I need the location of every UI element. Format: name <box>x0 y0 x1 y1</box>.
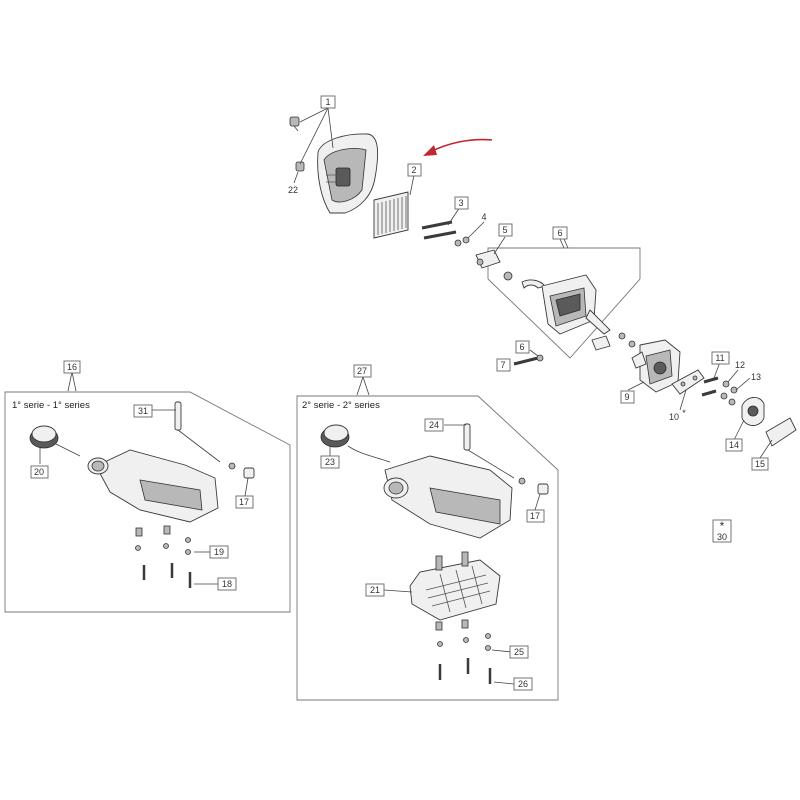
svg-text:21: 21 <box>370 585 380 595</box>
svg-text:11: 11 <box>715 353 724 363</box>
svg-text:3: 3 <box>458 198 463 208</box>
ref-label-26: 26 <box>513 677 533 691</box>
washers-12 <box>720 380 730 400</box>
plate-15 <box>765 417 797 447</box>
screws-11 <box>701 376 719 397</box>
ref-label-24: 24 <box>424 418 444 432</box>
svg-text:10: 10 <box>669 412 679 422</box>
screw-22-bottom <box>295 161 305 172</box>
svg-text:6: 6 <box>519 342 524 352</box>
ref-label-19: 19 <box>209 545 229 559</box>
svg-text:*: * <box>682 408 686 418</box>
series-caption-second: 2° serie - 2° series <box>302 400 380 411</box>
ref-label-20: 20 <box>30 465 49 479</box>
tank-guard-21 <box>409 551 501 621</box>
ref-label-1: 1 <box>320 95 336 109</box>
svg-text:17: 17 <box>530 511 540 521</box>
ref-label-21: 21 <box>365 583 385 597</box>
ref-label-11: 11 <box>711 351 730 365</box>
group-frame-16 <box>4 371 291 613</box>
ref-label-18: 18 <box>217 577 237 591</box>
ref-label-23: 23 <box>320 455 340 469</box>
nuts-13 <box>728 386 738 406</box>
svg-text:17: 17 <box>239 497 249 507</box>
fuel-pickup-24 <box>463 423 526 485</box>
ref-label-17b: 17 <box>526 509 545 523</box>
svg-text:13: 13 <box>751 372 761 382</box>
ref-label-10: 10 * <box>669 408 686 422</box>
ref-label-22: 22 <box>288 185 298 195</box>
ref-label-3: 3 <box>454 196 469 210</box>
ref-label-31: 31 <box>133 404 153 418</box>
bracket-5 <box>475 249 501 269</box>
fasteners-16 <box>135 525 192 588</box>
series-caption-first: 1° serie - 1° series <box>12 400 90 411</box>
fuel-cap-20 <box>29 425 59 449</box>
ref-label-6: 6 <box>552 226 568 240</box>
screw-22-top <box>289 116 300 132</box>
fuel-tank-1st <box>87 449 219 523</box>
ref-label-25: 25 <box>509 645 529 659</box>
svg-text:31: 31 <box>138 406 148 416</box>
fuel-tank-2nd <box>383 455 513 539</box>
air-filter <box>373 191 409 239</box>
svg-text:24: 24 <box>429 420 439 430</box>
ref-label-5: 5 <box>498 223 513 237</box>
ref-label-16: 16 <box>63 360 81 374</box>
ref-label-12: 12 <box>735 360 745 370</box>
ref-label-6-lower: 6 <box>515 340 530 354</box>
svg-text:15: 15 <box>755 459 765 469</box>
ref-label-30: * 30 <box>712 519 732 543</box>
washers <box>454 236 470 247</box>
svg-text:1: 1 <box>325 97 330 107</box>
svg-text:2: 2 <box>411 165 416 175</box>
svg-text:14: 14 <box>729 440 739 450</box>
ref-label-17a: 17 <box>235 495 254 509</box>
svg-text:20: 20 <box>34 467 44 477</box>
svg-text:30: 30 <box>717 532 727 542</box>
valve-17a <box>243 467 255 479</box>
svg-text:16: 16 <box>67 362 77 372</box>
ref-label-27: 27 <box>353 364 372 378</box>
svg-text:6: 6 <box>557 228 562 238</box>
svg-text:12: 12 <box>735 360 745 370</box>
ref-label-2: 2 <box>407 163 422 177</box>
svg-text:*: * <box>720 519 725 533</box>
svg-text:27: 27 <box>357 366 367 376</box>
ref-label-4: 4 <box>481 212 486 222</box>
ref-label-9: 9 <box>620 390 635 404</box>
svg-text:4: 4 <box>481 212 486 222</box>
nut-6 <box>536 354 544 362</box>
svg-text:25: 25 <box>514 647 524 657</box>
ref-label-14: 14 <box>725 438 743 452</box>
svg-text:23: 23 <box>325 457 335 467</box>
carburettor <box>631 339 681 393</box>
fuel-pickup-31 <box>174 401 236 470</box>
fuel-cap-23 <box>320 424 391 463</box>
gasket <box>671 369 705 395</box>
svg-text:5: 5 <box>502 225 507 235</box>
spacer-14 <box>741 397 765 426</box>
svg-text:22: 22 <box>288 185 298 195</box>
svg-text:18: 18 <box>222 579 232 589</box>
svg-text:9: 9 <box>624 392 629 402</box>
ref-label-7: 7 <box>496 358 511 372</box>
svg-text:19: 19 <box>214 547 224 557</box>
ref-label-15: 15 <box>751 457 769 471</box>
highlight-arrow <box>423 138 493 156</box>
stud-bolts <box>421 220 457 240</box>
fasteners-27 <box>435 619 492 684</box>
svg-text:26: 26 <box>518 679 528 689</box>
air-filter-cover <box>317 133 379 214</box>
pin-7 <box>513 356 539 366</box>
valve-17b <box>537 483 549 495</box>
group-frame-27 <box>296 376 559 701</box>
svg-text:7: 7 <box>500 360 505 370</box>
ref-label-13: 13 <box>751 372 761 382</box>
air-box <box>503 271 636 351</box>
